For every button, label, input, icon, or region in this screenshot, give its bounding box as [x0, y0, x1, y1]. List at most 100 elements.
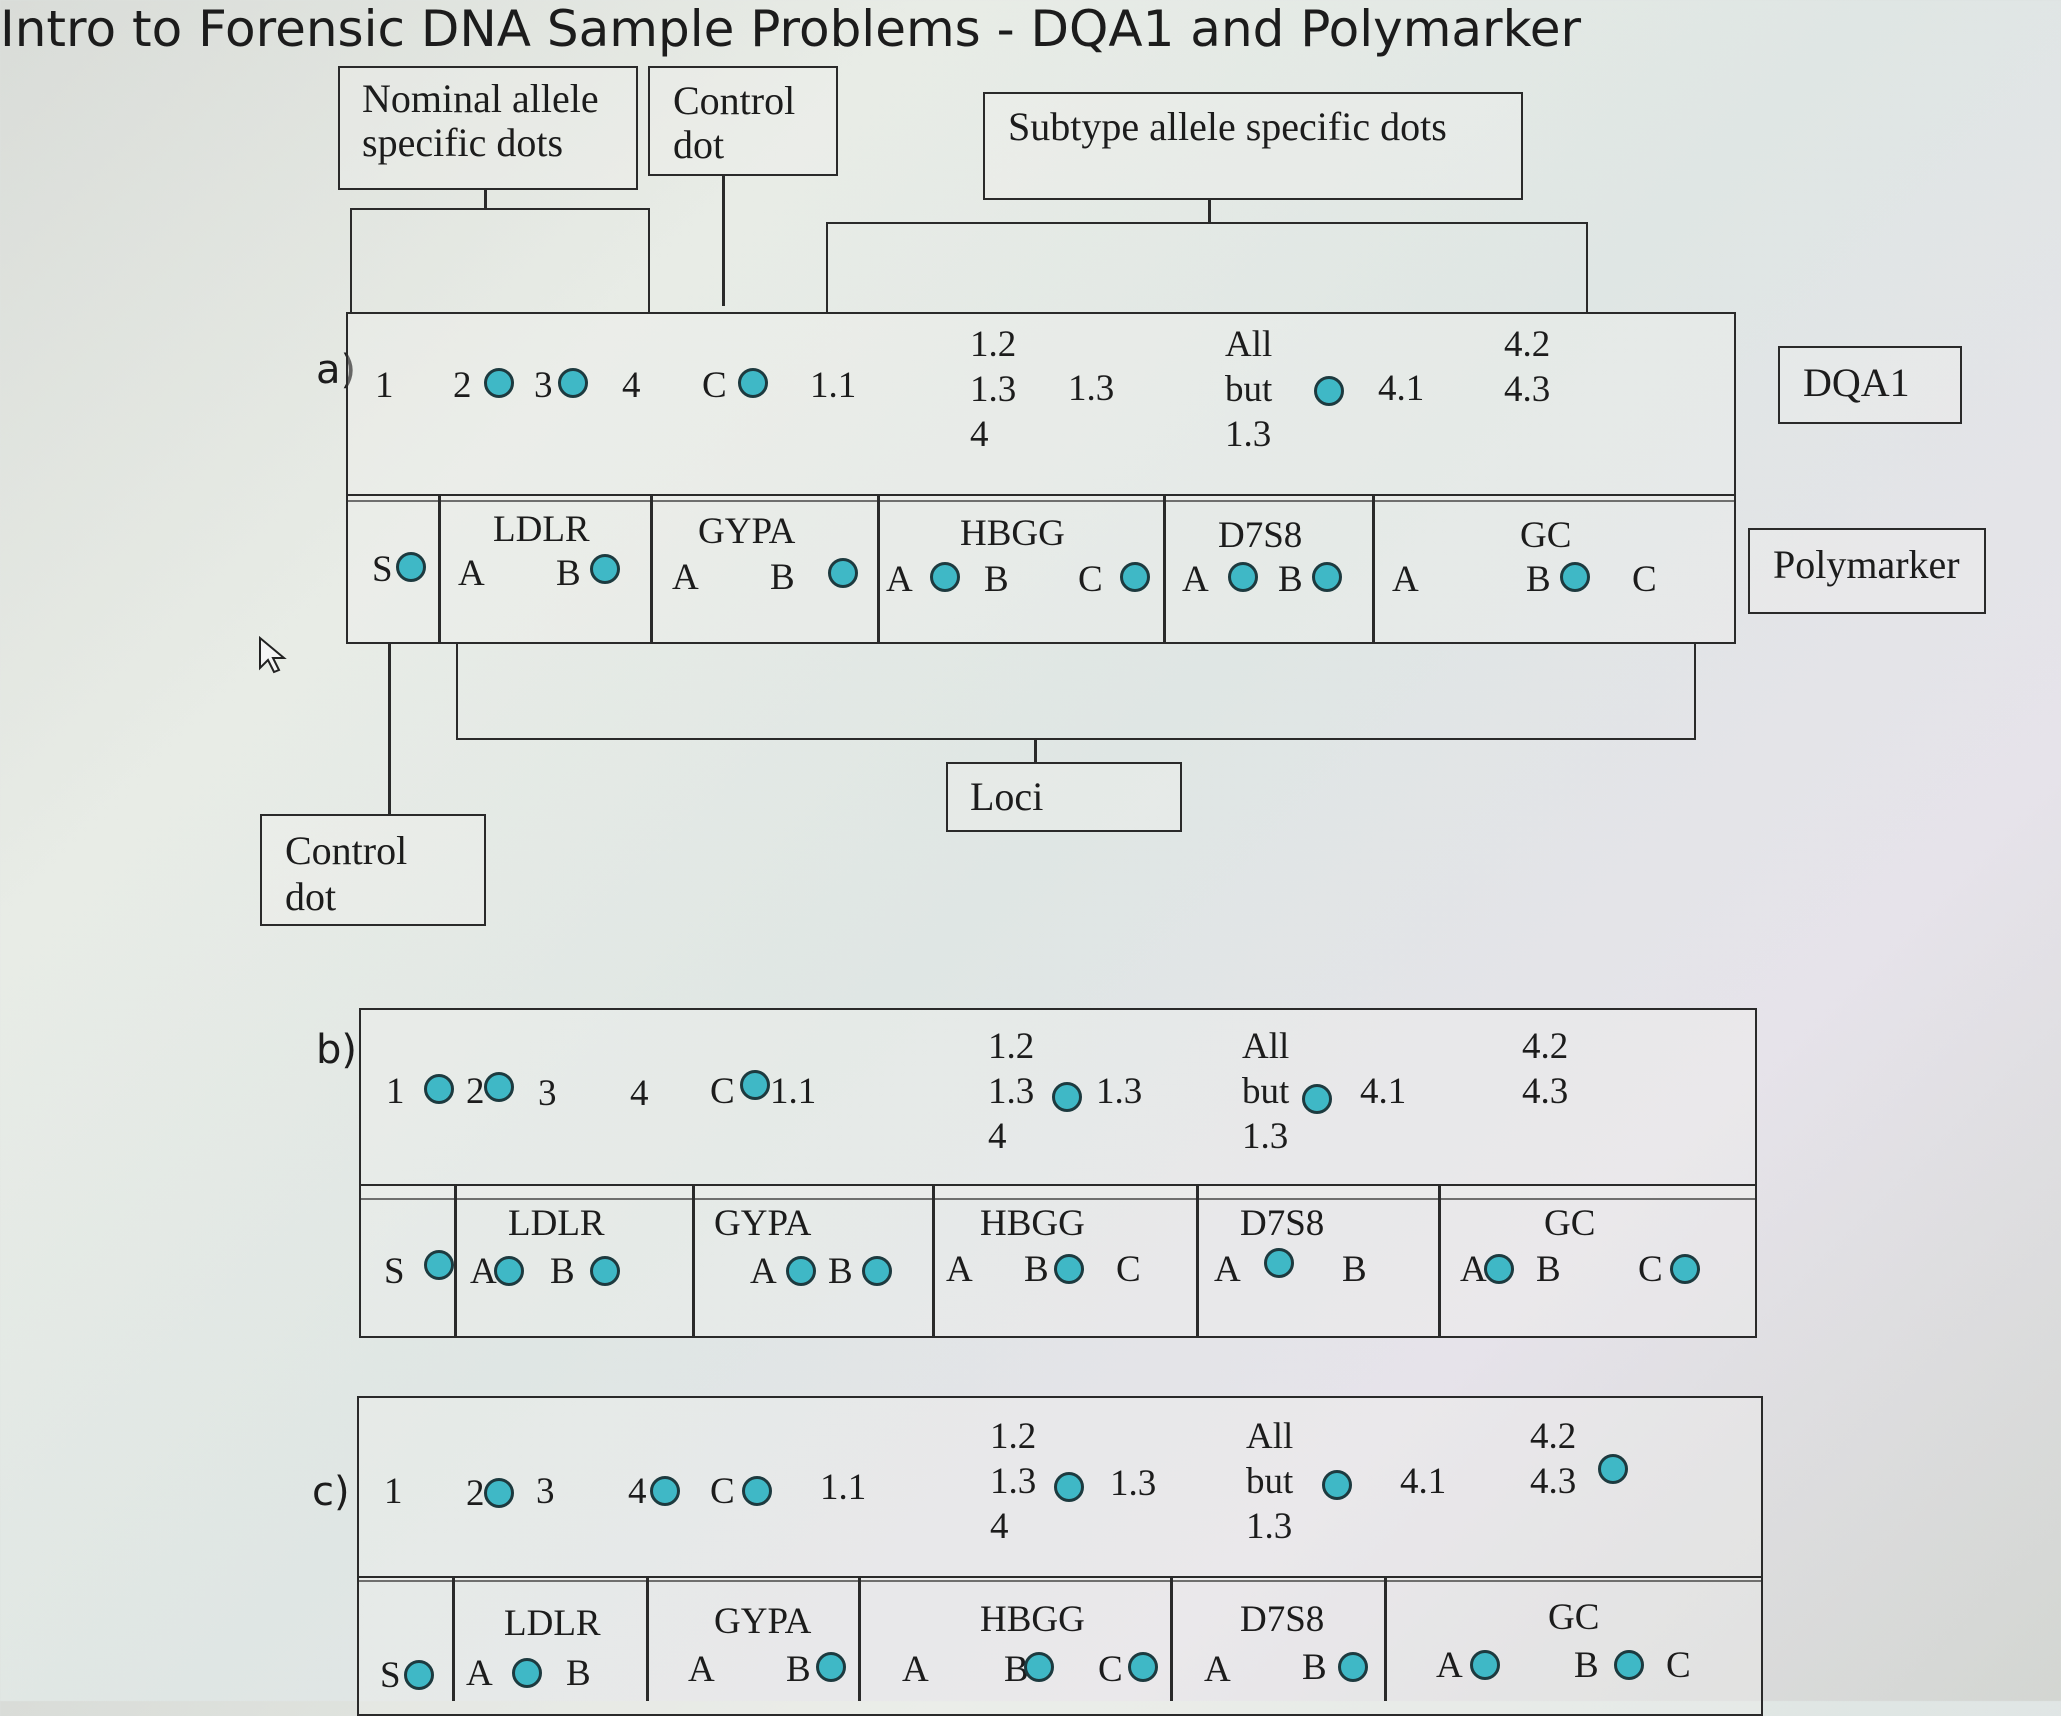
a-poly-dot-s [396, 552, 426, 582]
b-hbgg-c: C [1116, 1249, 1141, 1290]
c-locus-gc: GC [1548, 1597, 1600, 1638]
a-dqa1-3: 3 [534, 365, 553, 406]
c-dqa1-dot-4 [650, 1476, 680, 1506]
subtype-connector [1208, 200, 1211, 224]
a-gypa-b: B [770, 557, 795, 598]
b-ldlr-b: B [550, 1251, 575, 1292]
dqa1-label-box [1778, 346, 1962, 424]
a-hbgg-b: B [984, 559, 1009, 600]
a-locus-d7s8: D7S8 [1218, 515, 1303, 556]
panel-b-label: b) [316, 1027, 357, 1073]
panel-a-divider [877, 494, 880, 644]
a-poly-s: S [372, 549, 393, 590]
c-dqa1-dot-subtype-1-2 [1054, 1472, 1084, 1502]
a-dqa1-4: 4 [622, 365, 641, 406]
c-poly-dot-gypa-b [816, 1652, 846, 1682]
a-dqa1-dot-2 [484, 368, 514, 398]
c-gc-c: C [1666, 1645, 1691, 1686]
c-dqa1-1: 1 [384, 1471, 403, 1512]
control-dot-callout-bottom [260, 814, 486, 926]
a-dqa1-subtype-1-2: 1.2 1.3 4 [970, 324, 1017, 455]
b-gc-b: B [1536, 1249, 1561, 1290]
b-dqa1-1-1: 1.1 [770, 1071, 817, 1112]
b-dqa1-subtype-4-2: 4.2 4.3 [1522, 1026, 1569, 1112]
a-dqa1-c: C [702, 365, 727, 406]
b-dqa1-subtype-1-2: 1.2 1.3 4 [988, 1026, 1035, 1157]
c-ldlr-b: B [566, 1653, 591, 1694]
c-dqa1-1-3: 1.3 [1110, 1463, 1157, 1504]
b-locus-d7s8: D7S8 [1240, 1203, 1325, 1244]
c-dqa1-all-but-1-3: All but 1.3 [1246, 1416, 1294, 1547]
panel-c-divider [1170, 1576, 1173, 1701]
b-poly-dot-ldlr-a [494, 1256, 524, 1286]
a-dqa1-4-1: 4.1 [1378, 368, 1425, 409]
control-bottom-connector [388, 644, 391, 814]
b-dqa1-1: 1 [386, 1071, 405, 1112]
c-poly-dot-hbgg-c [1128, 1652, 1158, 1682]
a-ldlr-a: A [458, 553, 485, 594]
c-locus-ldlr: LDLR [504, 1603, 601, 1644]
b-dqa1-4-1: 4.1 [1360, 1071, 1407, 1112]
b-dqa1-1-3: 1.3 [1096, 1071, 1143, 1112]
loci-connector [1034, 738, 1037, 764]
b-d7s8-a: A [1214, 1249, 1241, 1290]
panel-a-divider [438, 494, 441, 644]
a-hbgg-a: A [886, 559, 913, 600]
b-poly-dot-ldlr-b [590, 1256, 620, 1286]
loci-callout-text: Loci [970, 774, 1044, 819]
b-locus-gypa: GYPA [714, 1203, 812, 1244]
c-dqa1-dot-subtype-4-2 [1598, 1454, 1628, 1484]
subtype-bracket [826, 222, 1588, 312]
a-locus-ldlr: LDLR [493, 509, 590, 550]
c-hbgg-a: A [902, 1649, 929, 1690]
a-dqa1-1-3: 1.3 [1068, 368, 1115, 409]
control-dot-callout-top [648, 66, 838, 176]
c-dqa1-1-1: 1.1 [820, 1467, 867, 1508]
b-gc-c: C [1638, 1249, 1663, 1290]
a-poly-dot-d7s8-b [1312, 562, 1342, 592]
c-gypa-b: B [786, 1649, 811, 1690]
b-locus-ldlr: LDLR [508, 1203, 605, 1244]
nominal-allele-callout [338, 66, 638, 190]
control-callout-bottom-line1: Control [285, 828, 408, 873]
b-poly-dot-gypa-a [786, 1256, 816, 1286]
panel-c-divider [1384, 1576, 1387, 1701]
loci-bracket [456, 644, 1696, 740]
c-poly-dot-d7s8-b [1338, 1652, 1368, 1682]
control-callout-top-line2: dot [673, 122, 725, 167]
panel-b-divider [932, 1184, 935, 1338]
a-poly-dot-d7s8-a [1228, 562, 1258, 592]
a-gc-c: C [1632, 559, 1657, 600]
polymarker-label: Polymarker [1773, 542, 1960, 587]
a-gc-a: A [1392, 559, 1419, 600]
panel-a-divider [650, 494, 653, 644]
b-dqa1-dot-1 [424, 1074, 454, 1104]
a-ldlr-b: B [556, 553, 581, 594]
c-locus-d7s8: D7S8 [1240, 1599, 1325, 1640]
panel-b-divider [1438, 1184, 1441, 1338]
page-title: Intro to Forensic DNA Sample Problems - … [0, 0, 1582, 58]
c-dqa1-4-1: 4.1 [1400, 1461, 1447, 1502]
a-hbgg-c: C [1078, 559, 1103, 600]
b-dqa1-all-but-1-3: All but 1.3 [1242, 1026, 1290, 1157]
panel-a-dqa1-strip [346, 312, 1736, 502]
subtype-callout-text: Subtype allele specific dots [1008, 104, 1447, 149]
b-dqa1-2: 2 [466, 1071, 485, 1112]
b-poly-dot-gypa-b [862, 1256, 892, 1286]
panel-b-divider [1196, 1184, 1199, 1338]
c-dqa1-dot-all-but [1322, 1470, 1352, 1500]
a-locus-gypa: GYPA [698, 511, 796, 552]
panel-a-divider [1372, 494, 1375, 644]
a-dqa1-dot-all-but [1314, 376, 1344, 406]
a-locus-hbgg: HBGG [960, 513, 1065, 554]
panel-a-poly-strip [346, 494, 1736, 644]
a-dqa1-dot-c [738, 368, 768, 398]
c-ldlr-a: A [466, 1653, 493, 1694]
b-locus-gc: GC [1544, 1203, 1596, 1244]
loci-callout [946, 762, 1182, 832]
a-poly-dot-ldlr-b [590, 554, 620, 584]
a-dqa1-all-but-1-3: All but 1.3 [1225, 324, 1273, 455]
panel-c-label: c) [312, 1469, 350, 1515]
c-gc-b: B [1574, 1645, 1599, 1686]
nominal-callout-line1: Nominal allele [362, 76, 599, 121]
